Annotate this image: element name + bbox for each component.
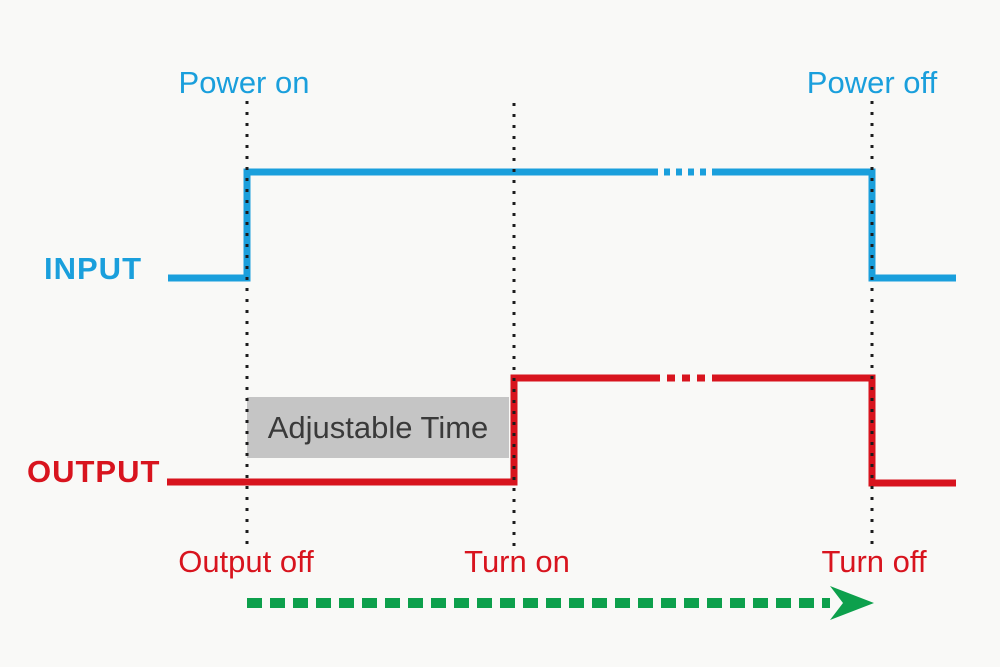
output-off-label: Output off xyxy=(178,544,314,579)
input-signal-label: INPUT xyxy=(44,251,142,286)
power-off-label: Power off xyxy=(806,65,938,100)
input-signal-left xyxy=(168,168,652,282)
turn-on-label: Turn on xyxy=(464,544,570,579)
power-on-label: Power on xyxy=(178,65,310,100)
output-signal-label: OUTPUT xyxy=(27,454,161,489)
time-arrow-head-icon xyxy=(830,586,874,620)
output-signal-right xyxy=(716,374,956,487)
adjustable-time-box: Adjustable Time xyxy=(247,397,509,458)
adjustable-time-label: Adjustable Time xyxy=(267,409,489,445)
input-signal-right xyxy=(716,168,956,282)
turn-off-label: Turn off xyxy=(821,544,927,579)
